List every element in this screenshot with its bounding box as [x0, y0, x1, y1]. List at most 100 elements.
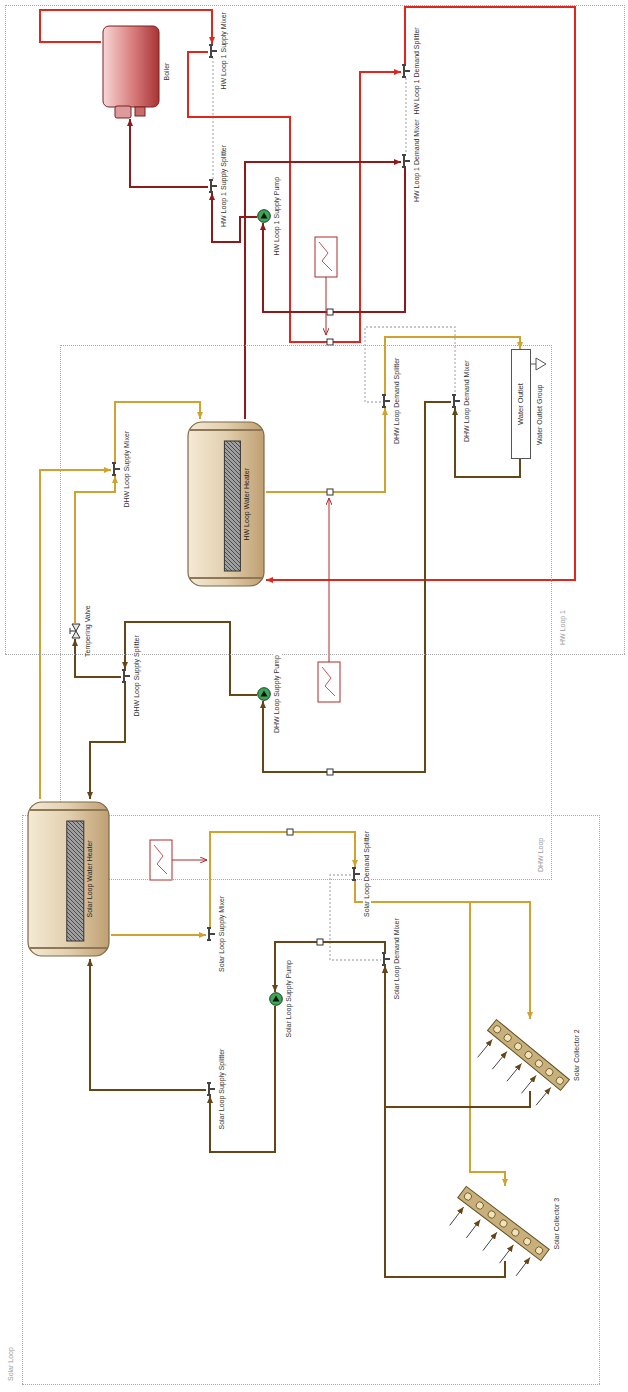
pipe [263, 168, 405, 312]
setpoint-manager [150, 840, 207, 880]
pipe [245, 162, 401, 419]
pipe [90, 959, 206, 1090]
component-label: Water Outlet [517, 382, 526, 426]
water-heater-tank: HW Loop Water Heater [186, 419, 266, 589]
split-symbol [206, 1082, 216, 1096]
bypass-pipe [212, 58, 213, 179]
splitter-mixer: DHW Loop Demand Splitter [381, 394, 391, 408]
setpoint-manager [315, 237, 337, 335]
loop-node [327, 489, 333, 495]
loop-region: Solar LoopSolar Loop Water HeaterSolar L… [22, 815, 600, 1385]
pipe [90, 683, 125, 799]
splitter-mixer: Solar Loop Demand Splitter [351, 867, 361, 881]
group-label: Water Outlet Group [536, 384, 544, 446]
component-label: DHW Loop Supply Pump [273, 654, 281, 734]
pump: HW Loop 1 Supply Pump [257, 209, 271, 223]
splitter-mixer: DHW Loop Supply Mixer [111, 462, 121, 476]
pipe [385, 966, 530, 1107]
split-symbol [381, 952, 391, 966]
component-label: Tempering Valve [84, 604, 92, 658]
split-symbol [401, 64, 411, 78]
pump-symbol [269, 992, 283, 1006]
pipe [111, 934, 206, 936]
boiler: Boiler [101, 24, 161, 119]
component-label: HW Loop 1 Supply Splitter [220, 144, 228, 228]
pipe [266, 408, 385, 492]
splitter-mixer: HW Loop 1 Demand Mixer [401, 154, 411, 168]
split-symbol [451, 394, 461, 408]
pump: Solar Loop Supply Pump [269, 992, 283, 1006]
coll-symbol [486, 1019, 571, 1091]
split-symbol [206, 927, 216, 941]
splitter-mixer: DHW Loop Demand Mixer [451, 394, 461, 408]
bypass-pipe [330, 875, 381, 960]
pump: DHW Loop Supply Pump [257, 687, 271, 701]
pump-symbol [257, 209, 271, 223]
pipe [212, 193, 257, 242]
component-label: Solar Loop Supply Splitter [218, 1048, 226, 1131]
component-label: Solar Collector 3 [553, 1197, 561, 1251]
bypass-pipe [365, 327, 455, 402]
solar-collector: Solar Collector 3 [456, 1186, 551, 1261]
pipe [355, 881, 505, 1186]
pipe [130, 119, 208, 187]
solar-collector: Solar Collector 2 [486, 1019, 571, 1091]
tank-symbol [26, 799, 111, 959]
loop-node [327, 309, 333, 315]
splitter-mixer: HW Loop 1 Supply Mixer [208, 44, 218, 58]
pipe [125, 622, 257, 695]
split-symbol [208, 44, 218, 58]
component-label: HW Loop 1 Supply Pump [273, 176, 281, 257]
loop-node [317, 939, 323, 945]
component-label: DHW Loop Demand Mixer [463, 359, 471, 443]
tempering-valve: Tempering Valve [70, 623, 82, 639]
loop-region: DHW Loop DHW Loop Supply MixerTempering V… [60, 345, 552, 880]
pipe [266, 7, 575, 580]
component-label: Solar Loop Demand Mixer [393, 917, 401, 1000]
component-label: HW Loop Water Heater [243, 467, 251, 542]
split-symbol [381, 394, 391, 408]
boiler-symbol [101, 24, 161, 119]
split-symbol [401, 154, 411, 168]
pipe [188, 52, 401, 342]
loop-label: HW Loop 1 [559, 609, 567, 646]
component-label: Solar Loop Demand Splitter [363, 830, 371, 918]
component-label: Solar Loop Supply Mixer [218, 895, 226, 973]
splitter-mixer: HW Loop 1 Demand Splitter [401, 64, 411, 78]
loop-label: Solar Loop [7, 1346, 15, 1382]
loop-region: HW Loop 1BoilerHW Loop 1 Supply MixerHW … [5, 5, 625, 655]
component-label: Solar Collector 2 [573, 1028, 581, 1082]
outlet-group-symbol [530, 358, 546, 370]
splitter-mixer: DHW Loop Supply Splitter [121, 669, 131, 683]
coll-symbol [456, 1186, 551, 1261]
pipe [210, 1006, 275, 1152]
pipe [75, 476, 115, 623]
split-symbol [121, 669, 131, 683]
water-outlet-box: Water Outlet [511, 349, 531, 459]
bypass-pipe [405, 78, 406, 154]
loop-node [327, 769, 333, 775]
splitter-mixer: Solar Loop Supply Mixer [206, 927, 216, 941]
pipe [263, 402, 451, 772]
splitter-mixer: Solar Loop Demand Mixer [381, 952, 391, 966]
component-label: HW Loop 1 Demand Splitter [413, 26, 421, 115]
water-heater-tank: Solar Loop Water Heater [26, 799, 111, 959]
loop-node [287, 829, 293, 835]
pipe [385, 966, 505, 1277]
splitter-mixer: HW Loop 1 Supply Splitter [208, 179, 218, 193]
split-symbol [351, 867, 361, 881]
pipe [75, 639, 121, 677]
component-label: HW Loop 1 Demand Mixer [413, 119, 421, 203]
component-label: DHW Loop Supply Mixer [123, 430, 131, 509]
valve-symbol [70, 623, 82, 639]
component-label: HW Loop 1 Supply Mixer [220, 11, 228, 90]
component-label: Solar Loop Water Heater [86, 839, 94, 918]
component-label: Solar Loop Supply Pump [285, 959, 293, 1038]
pump-symbol [257, 687, 271, 701]
loop-label: DHW Loop [537, 837, 545, 873]
component-label: DHW Loop Supply Splitter [133, 634, 141, 717]
split-symbol [208, 179, 218, 193]
